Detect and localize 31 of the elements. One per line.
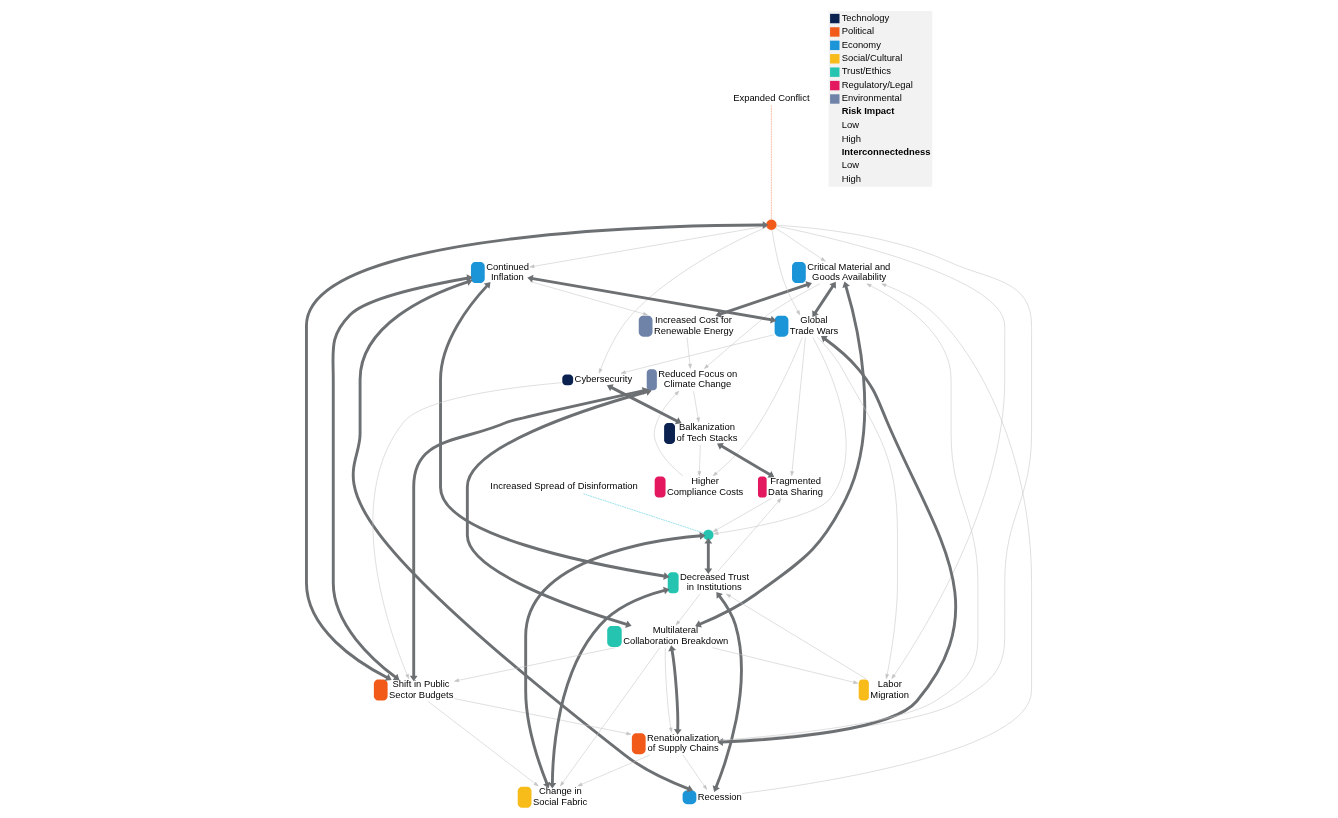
label: Interconnectedness [841, 145, 931, 157]
node-label: Renationalization of Supply Chains [647, 731, 720, 754]
node-text: Expanded Conflict [733, 92, 810, 104]
legend-label: Trust/Ethics [841, 65, 891, 77]
node-label: Multilateral Collaboration Breakdown [623, 624, 729, 646]
legend-label: Regulatory/Legal [841, 78, 913, 90]
node-label: Continued Inflation [486, 260, 530, 283]
legend-label: Political [841, 25, 875, 37]
label: Risk Impact [841, 105, 895, 117]
label: High [841, 172, 862, 184]
legend-label: Technology [841, 11, 890, 23]
node-text: Increased Spread of Disinformation [490, 480, 638, 492]
node-label: Critical Material and Goods Availability [807, 260, 891, 283]
legend-label: Environmental [841, 92, 902, 104]
node-label: Higher Compliance Costs [667, 475, 744, 497]
node-label: Decreased Trust in Institutions [680, 570, 750, 593]
node-label: Fragmented Data Sharing [768, 475, 824, 497]
node-label: Balkanization of Tech Stacks [676, 421, 738, 443]
label: High [841, 132, 862, 144]
node-label: Cybersecurity [574, 373, 633, 385]
node-label: Increased Cost for Renewable Energy [653, 314, 734, 336]
node-label: Reduced Focus on Climate Change [658, 367, 738, 390]
label: Low [841, 159, 859, 171]
node-label: Change in Social Fabric [532, 785, 588, 807]
node-label: Labor Migration [870, 678, 909, 700]
node-label: Global Trade Wars [789, 314, 839, 336]
legend-label: Economy [841, 38, 881, 50]
node-label: Shift in Public Sector Budgets [389, 678, 454, 700]
legend-label: Social/Cultural [841, 52, 903, 64]
node-label: Recession [697, 790, 742, 802]
label: Low [841, 119, 859, 131]
